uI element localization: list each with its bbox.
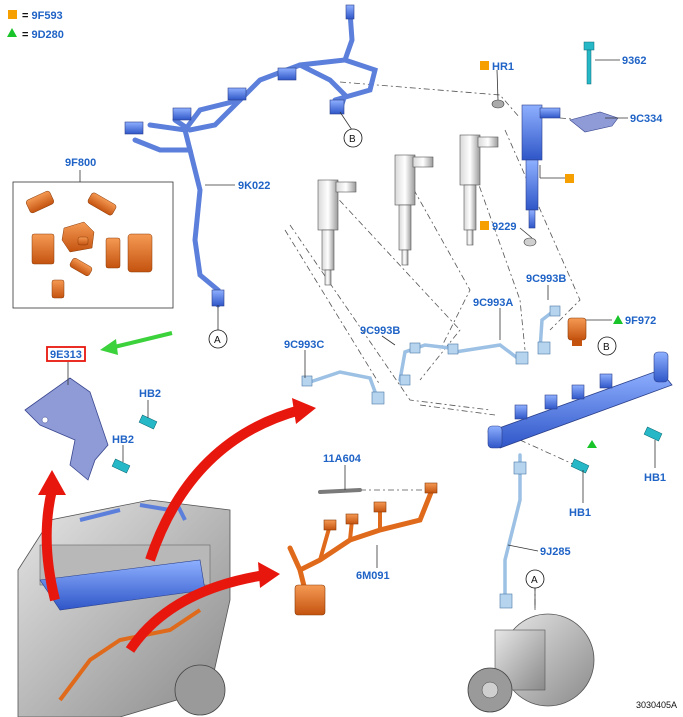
rail-triangle-marker-icon [587,440,597,448]
pressure-sensor-9f972 [567,317,587,346]
label-6m091: 6M091 [356,570,390,582]
triangle-marker-icon [613,315,623,324]
injector-1 [317,179,357,286]
label-9j285: 9J285 [540,546,571,558]
clamp-9c334 [569,111,619,133]
injector-3 [459,134,499,246]
label-9c993c: 9C993C [284,339,324,351]
label-9k022: 9K022 [238,180,270,192]
label-9e313: 9E313 [50,349,82,361]
square-marker-icon [480,221,489,230]
square-symbol-icon [8,10,17,19]
legend: = 9F593 = 9D280 [7,10,64,41]
label-11a604: 11A604 [323,453,362,465]
square-markers [480,61,623,324]
label-9f972: 9F972 [625,315,656,327]
label-hb2-top: HB2 [139,388,161,400]
label-9c334: 9C334 [630,113,663,125]
fuel-pump [467,613,595,713]
label-9c993b-top: 9C993B [526,273,566,285]
injector-4-highlighted [521,104,561,229]
svg-text:= 9D280: = 9D280 [22,29,64,41]
red-arrow-to-harness [125,570,266,653]
label-9c993a: 9C993A [473,297,513,309]
label-hb1-right: HB1 [644,472,666,484]
callout-b-right: B [603,342,610,353]
legend-code-triangle: 9D280 [31,29,63,41]
glow-plug-11a604 [318,488,362,494]
callout-a-upper: A [214,335,221,346]
label-hb1-mid: HB1 [569,507,591,519]
callouts: A A B B [208,128,617,589]
fuel-line-nuts [301,305,561,609]
triangle-symbol-icon [7,28,17,37]
legend-code-square: 9F593 [31,10,62,22]
injectors [317,99,561,286]
red-arrow-to-fuel-system [145,405,302,562]
svg-text:= 9F593: = 9F593 [22,10,63,22]
label-hr1: HR1 [492,61,514,73]
figure-reference: 3030405A [636,700,677,710]
label-hb2-bottom: HB2 [112,434,134,446]
highlight-box [46,346,86,362]
injector-2 [394,154,434,266]
label-9229: 9229 [492,221,516,233]
seal-ring-hr1 [491,99,505,109]
washer-9229 [523,237,537,247]
bolts-hb [111,414,663,474]
callout-a-lower: A [531,575,538,586]
square-marker-icon [480,61,489,70]
bolt-9362 [583,41,595,85]
label-9c993b-mid: 9C993B [360,325,400,337]
part-labels: HR1 9362 9C334 9229 9C993B 9F972 9C993A … [46,55,666,582]
red-arrow-to-bracket [41,488,60,602]
label-9f800: 9F800 [65,157,96,169]
leak-off-hose-9k022 [124,4,378,308]
fuel-rail [487,351,673,449]
glow-plug-harness-6m091 [287,482,438,616]
label-9362: 9362 [622,55,646,67]
arrows [38,331,316,653]
callout-b-upper: B [349,134,356,145]
engine-block [17,499,231,717]
green-arrow [109,331,173,350]
caps-kit-9f800 [12,181,174,309]
square-marker-icon [565,174,574,183]
bracket-9e313 [24,377,109,481]
leader-lines [67,59,656,608]
